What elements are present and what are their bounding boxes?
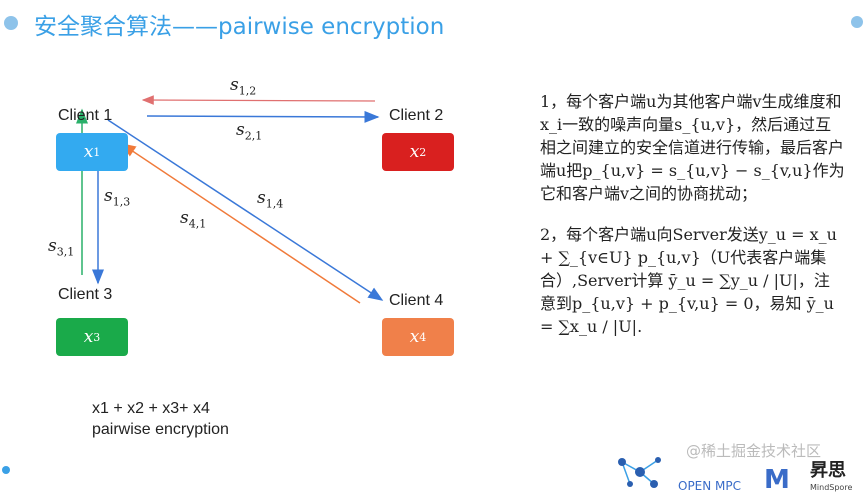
edge-label-s41: s4,1 xyxy=(180,208,207,231)
edge-label-s13: s1,3 xyxy=(104,186,131,209)
logo-text-openmpc: OPEN MPC xyxy=(678,479,741,493)
client2-label: Client 2 xyxy=(389,107,444,124)
client3-label: Client 3 xyxy=(58,286,113,303)
sum-note: x1 + x2 + x3+ x4 pairwise encryption xyxy=(92,398,229,440)
sum-note-line2: pairwise encryption xyxy=(92,421,229,438)
edge-label-s21: s2,1 xyxy=(236,120,263,143)
edge-label-s31: s3,1 xyxy=(48,236,75,259)
logo-m-letter: M xyxy=(764,465,790,494)
client4-var: x xyxy=(409,327,420,347)
client3-var: x xyxy=(83,327,94,347)
sum-note-line1: x1 + x2 + x3+ x4 xyxy=(92,400,210,417)
slide-title: 安全聚合算法——pairwise encryption xyxy=(34,14,445,40)
edge-label-s14: s1,4 xyxy=(257,188,284,211)
arrow-s21 xyxy=(146,110,380,123)
client2-var: x xyxy=(409,142,420,162)
arrow-s41 xyxy=(120,143,361,304)
client2-sub: 2 xyxy=(419,145,427,159)
edge-label-s12: s1,2 xyxy=(230,75,257,98)
title-bullet-dot xyxy=(4,16,18,30)
corner-dot-bottom xyxy=(2,466,10,474)
description-step-2: 2，每个客户端u向Server发送y_u = x_u + ∑_{v∈U} p_{… xyxy=(540,225,837,336)
client1-var: x xyxy=(83,142,94,162)
client1-sub: 1 xyxy=(93,145,101,159)
logo-brand-cn: 昇思 xyxy=(810,460,846,481)
arrow-s12 xyxy=(141,95,376,105)
client4-sub: 4 xyxy=(419,330,427,344)
description-step-1: 1，每个客户端u为其他客户端v生成维度和x_i一致的噪声向量s_{u,v}，然后… xyxy=(540,92,845,203)
client1-label: Client 1 xyxy=(58,107,113,124)
watermark-text: @稀土掘金技术社区 xyxy=(686,442,822,460)
openmpc-logo: OPEN MPC M 昇思 MindSpore xyxy=(618,457,852,494)
algorithm-description: 1，每个客户端u为其他客户端v生成维度和x_i一致的噪声向量s_{u,v}，然后… xyxy=(540,90,845,356)
corner-dot xyxy=(851,16,863,28)
client4-label: Client 4 xyxy=(389,292,444,309)
logo-mindspore: MindSpore xyxy=(810,483,852,492)
client3-sub: 3 xyxy=(93,330,101,344)
arrow-s14 xyxy=(107,119,384,301)
